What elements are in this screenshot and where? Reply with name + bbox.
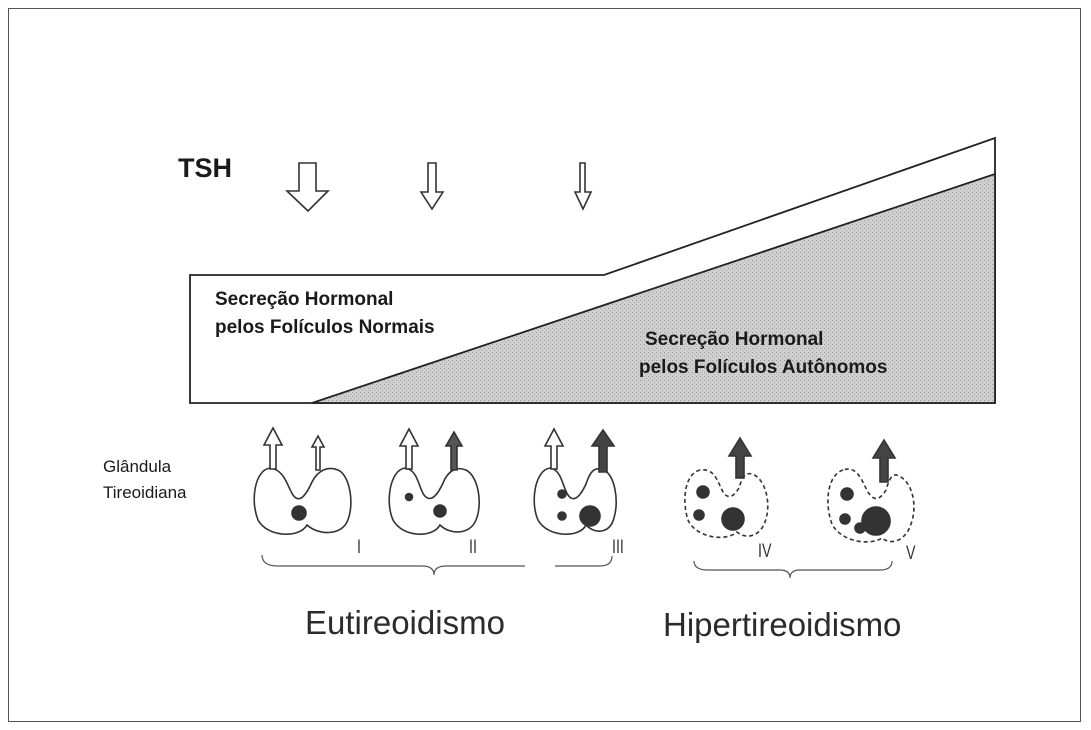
gland-stage-1 (254, 428, 351, 534)
hyperthyroid-label: Hipertireoidismo (663, 606, 901, 644)
gland-stage-2 (389, 429, 479, 534)
autonomous-secretion-label-line2: pelos Folículos Autônomos (639, 357, 887, 379)
tsh-arrow-small (575, 163, 591, 209)
tsh-label: TSH (178, 153, 232, 184)
normal-secretion-label-line2: pelos Folículos Normais (215, 317, 435, 339)
autonomous-secretion-label-line1: Secreção Hormonal (645, 329, 823, 351)
gland-stage-5 (828, 440, 914, 542)
normal-secretion-label-line1: Secreção Hormonal (215, 289, 393, 311)
stage-label-1: I (357, 537, 361, 559)
gland-label-line2: Tireoidiana (103, 483, 186, 503)
tsh-arrow-medium (421, 163, 443, 209)
gland-stage-4 (685, 438, 768, 537)
gland-stage-3 (534, 429, 616, 534)
stage-label-4: IV (758, 541, 771, 563)
stage-label-3: III (612, 537, 624, 559)
bracket-euthyroid-end (555, 556, 612, 566)
bracket-hyperthyroid (694, 561, 892, 578)
stage-label-5: V (906, 543, 916, 565)
euthyroid-label: Eutireoidismo (305, 604, 505, 642)
gland-label-line1: Glândula (103, 457, 171, 477)
tsh-arrow-large (287, 163, 328, 211)
stage-label-2: II (469, 537, 477, 559)
bracket-euthyroid (262, 555, 525, 575)
